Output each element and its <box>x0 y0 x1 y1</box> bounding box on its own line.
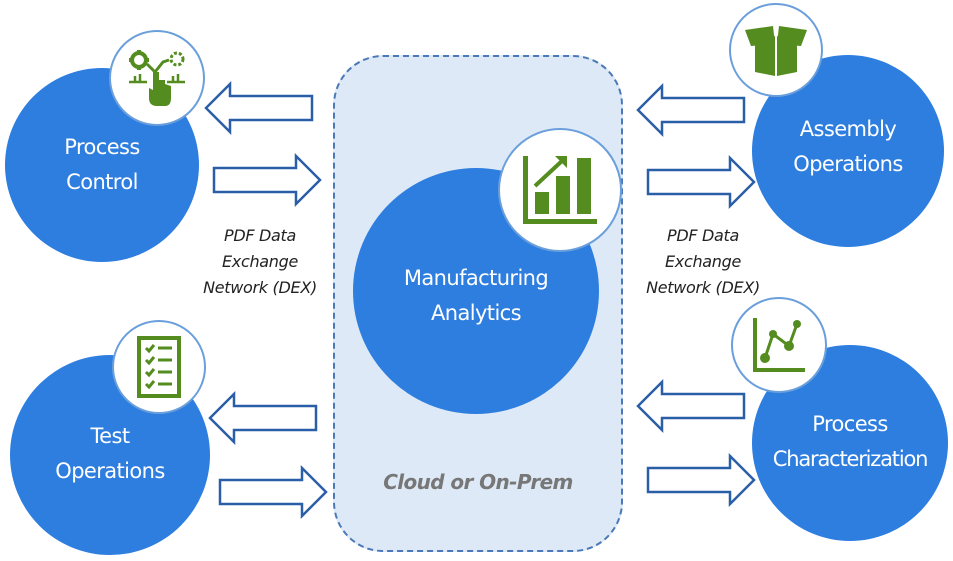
dex-label-line1: PDF Data <box>223 226 297 245</box>
node-label-line2: Operations <box>793 152 903 176</box>
arrow-from-process-control <box>212 152 322 208</box>
dex-label-right: PDF Data Exchange Network (DEX) <box>623 223 783 301</box>
arrow-from-test-operations <box>218 464 328 520</box>
manufacturing-analytics-icon-badge <box>498 128 622 252</box>
node-label-line2: Analytics <box>431 301 522 325</box>
arrow-from-process-characterization <box>636 378 746 434</box>
bar-chart-growth-icon <box>523 156 597 224</box>
process-characterization-node[interactable]: Process Characterization <box>752 345 948 541</box>
arrow-to-process-characterization <box>646 452 756 508</box>
gear-touch-control-icon <box>129 50 185 106</box>
node-label-line2: Operations <box>55 459 165 483</box>
node-label-line1: Process <box>64 135 140 159</box>
arrow-to-process-control <box>204 80 314 136</box>
cloud-on-prem-label: Cloud or On-Prem <box>383 470 573 494</box>
open-box-icon <box>745 26 807 76</box>
node-label-line2: Characterization <box>772 447 929 471</box>
process-control-icon-badge <box>109 30 205 126</box>
dex-label-line3: Network (DEX) <box>203 278 317 297</box>
node-label-line1: Process <box>812 412 888 436</box>
arrow-from-assembly-operations <box>636 82 746 138</box>
dex-label-line2: Exchange <box>664 252 742 271</box>
dex-label-line1: PDF Data <box>666 226 740 245</box>
checklist-icon <box>137 336 181 398</box>
dex-label-line3: Network (DEX) <box>646 278 760 297</box>
node-label-line1: Test <box>90 424 131 448</box>
arrow-to-test-operations <box>208 390 318 446</box>
node-label-line2: Control <box>66 170 138 194</box>
assembly-operations-icon-badge <box>729 3 823 97</box>
node-label-line1: Assembly <box>799 117 897 141</box>
arrow-to-assembly-operations <box>646 154 756 210</box>
dex-label-left: PDF Data Exchange Network (DEX) <box>180 223 340 301</box>
dex-label-line2: Exchange <box>221 252 299 271</box>
process-characterization-icon-badge <box>731 297 827 393</box>
test-operations-icon-badge <box>112 320 206 414</box>
node-label-line1: Manufacturing <box>403 266 549 290</box>
line-chart-icon <box>753 318 805 372</box>
